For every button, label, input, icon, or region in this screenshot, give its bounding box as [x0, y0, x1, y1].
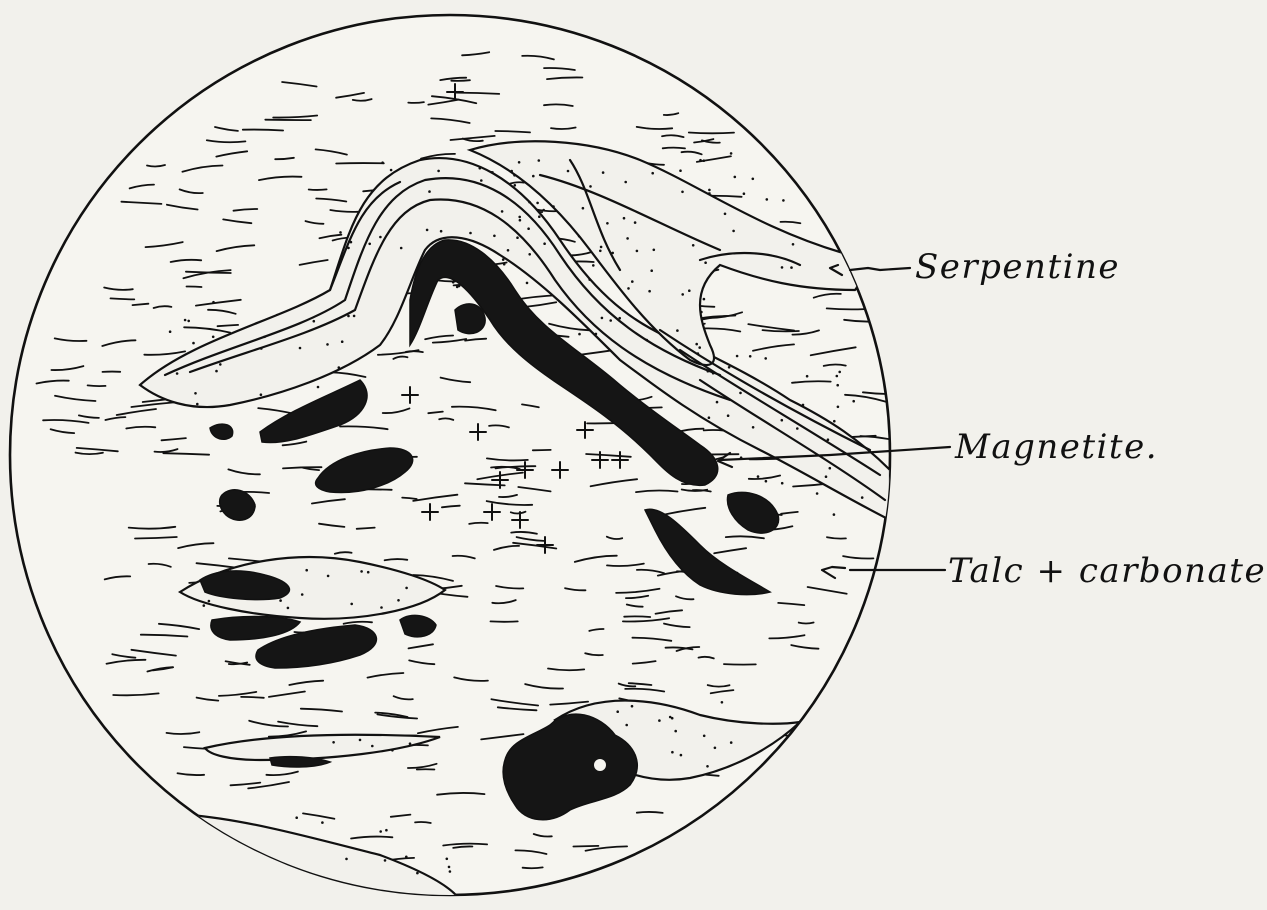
label-serpentine: Serpentine — [915, 247, 1120, 287]
magnetite-grain-1 — [455, 304, 485, 334]
label-talc-carbonate: Talc + carbonate. — [948, 551, 1267, 591]
label-magnetite: Magnetite. — [954, 427, 1158, 467]
magnetite-inclusion — [594, 759, 606, 771]
magnetite-grain-10 — [400, 615, 436, 636]
field-of-view-circle — [10, 15, 890, 895]
